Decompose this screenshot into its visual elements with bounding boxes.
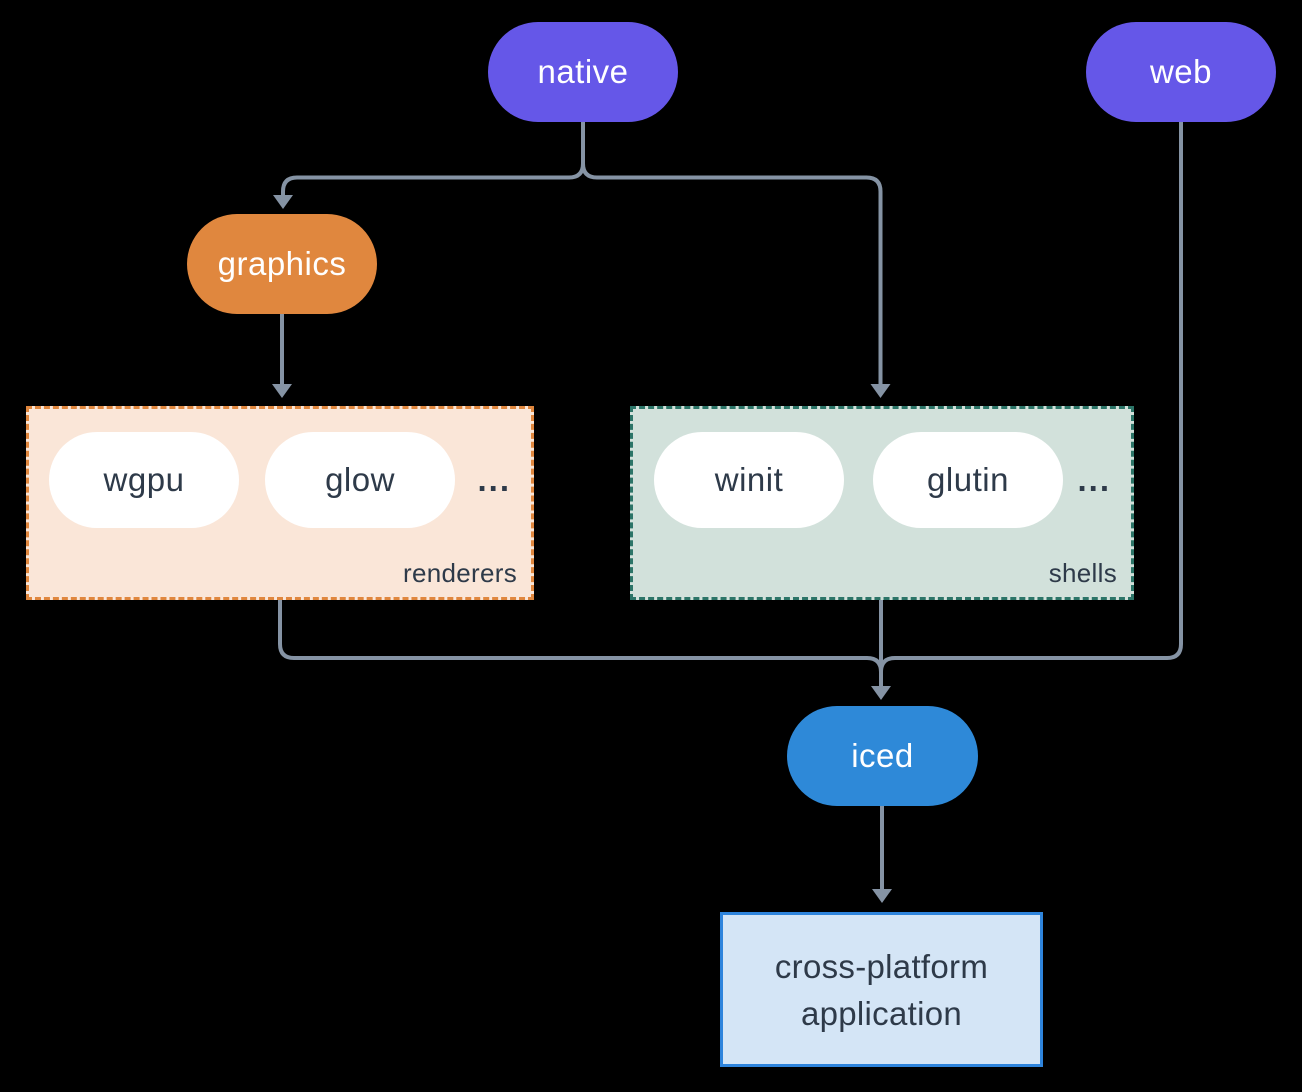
node-application: cross-platform application [720,912,1043,1067]
node-graphics-label: graphics [217,245,347,282]
edge-renderers-iced [278,600,883,673]
arrowhead-application [872,889,892,903]
arrowhead-iced [871,686,891,700]
node-glow: glow [265,432,455,528]
node-native: native [488,22,678,122]
arrowhead-graphics [273,195,293,209]
node-wgpu: wgpu [49,432,239,528]
node-native-label: native [537,53,629,90]
node-web-label: web [1149,53,1213,90]
arrowhead-shells [870,384,891,398]
node-wgpu-label: wgpu [103,461,185,498]
renderers-ellipsis: ... [477,461,511,498]
shells-ellipsis: ... [1077,461,1111,498]
edge-native-shells [581,122,883,385]
node-iced-label: iced [851,737,914,774]
node-application-label-line1: cross-platform [774,947,989,985]
node-glutin-label: glutin [927,461,1009,498]
node-web: web [1086,22,1276,122]
node-glutin: glutin [873,432,1063,528]
node-application-label-line2: application [800,994,963,1032]
node-iced: iced [787,706,978,806]
node-graphics: graphics [187,214,377,314]
arrowhead-renderers [272,384,292,398]
node-winit: winit [654,432,844,528]
group-shells-label: shells [1048,558,1117,588]
group-renderers: wgpu glow ... renderers [26,406,534,600]
group-shells: winit glutin ... shells [630,406,1134,600]
node-glow-label: glow [325,461,395,498]
group-renderers-label: renderers [403,558,517,588]
edge-native-graphics [281,122,585,196]
node-winit-label: winit [714,461,784,498]
